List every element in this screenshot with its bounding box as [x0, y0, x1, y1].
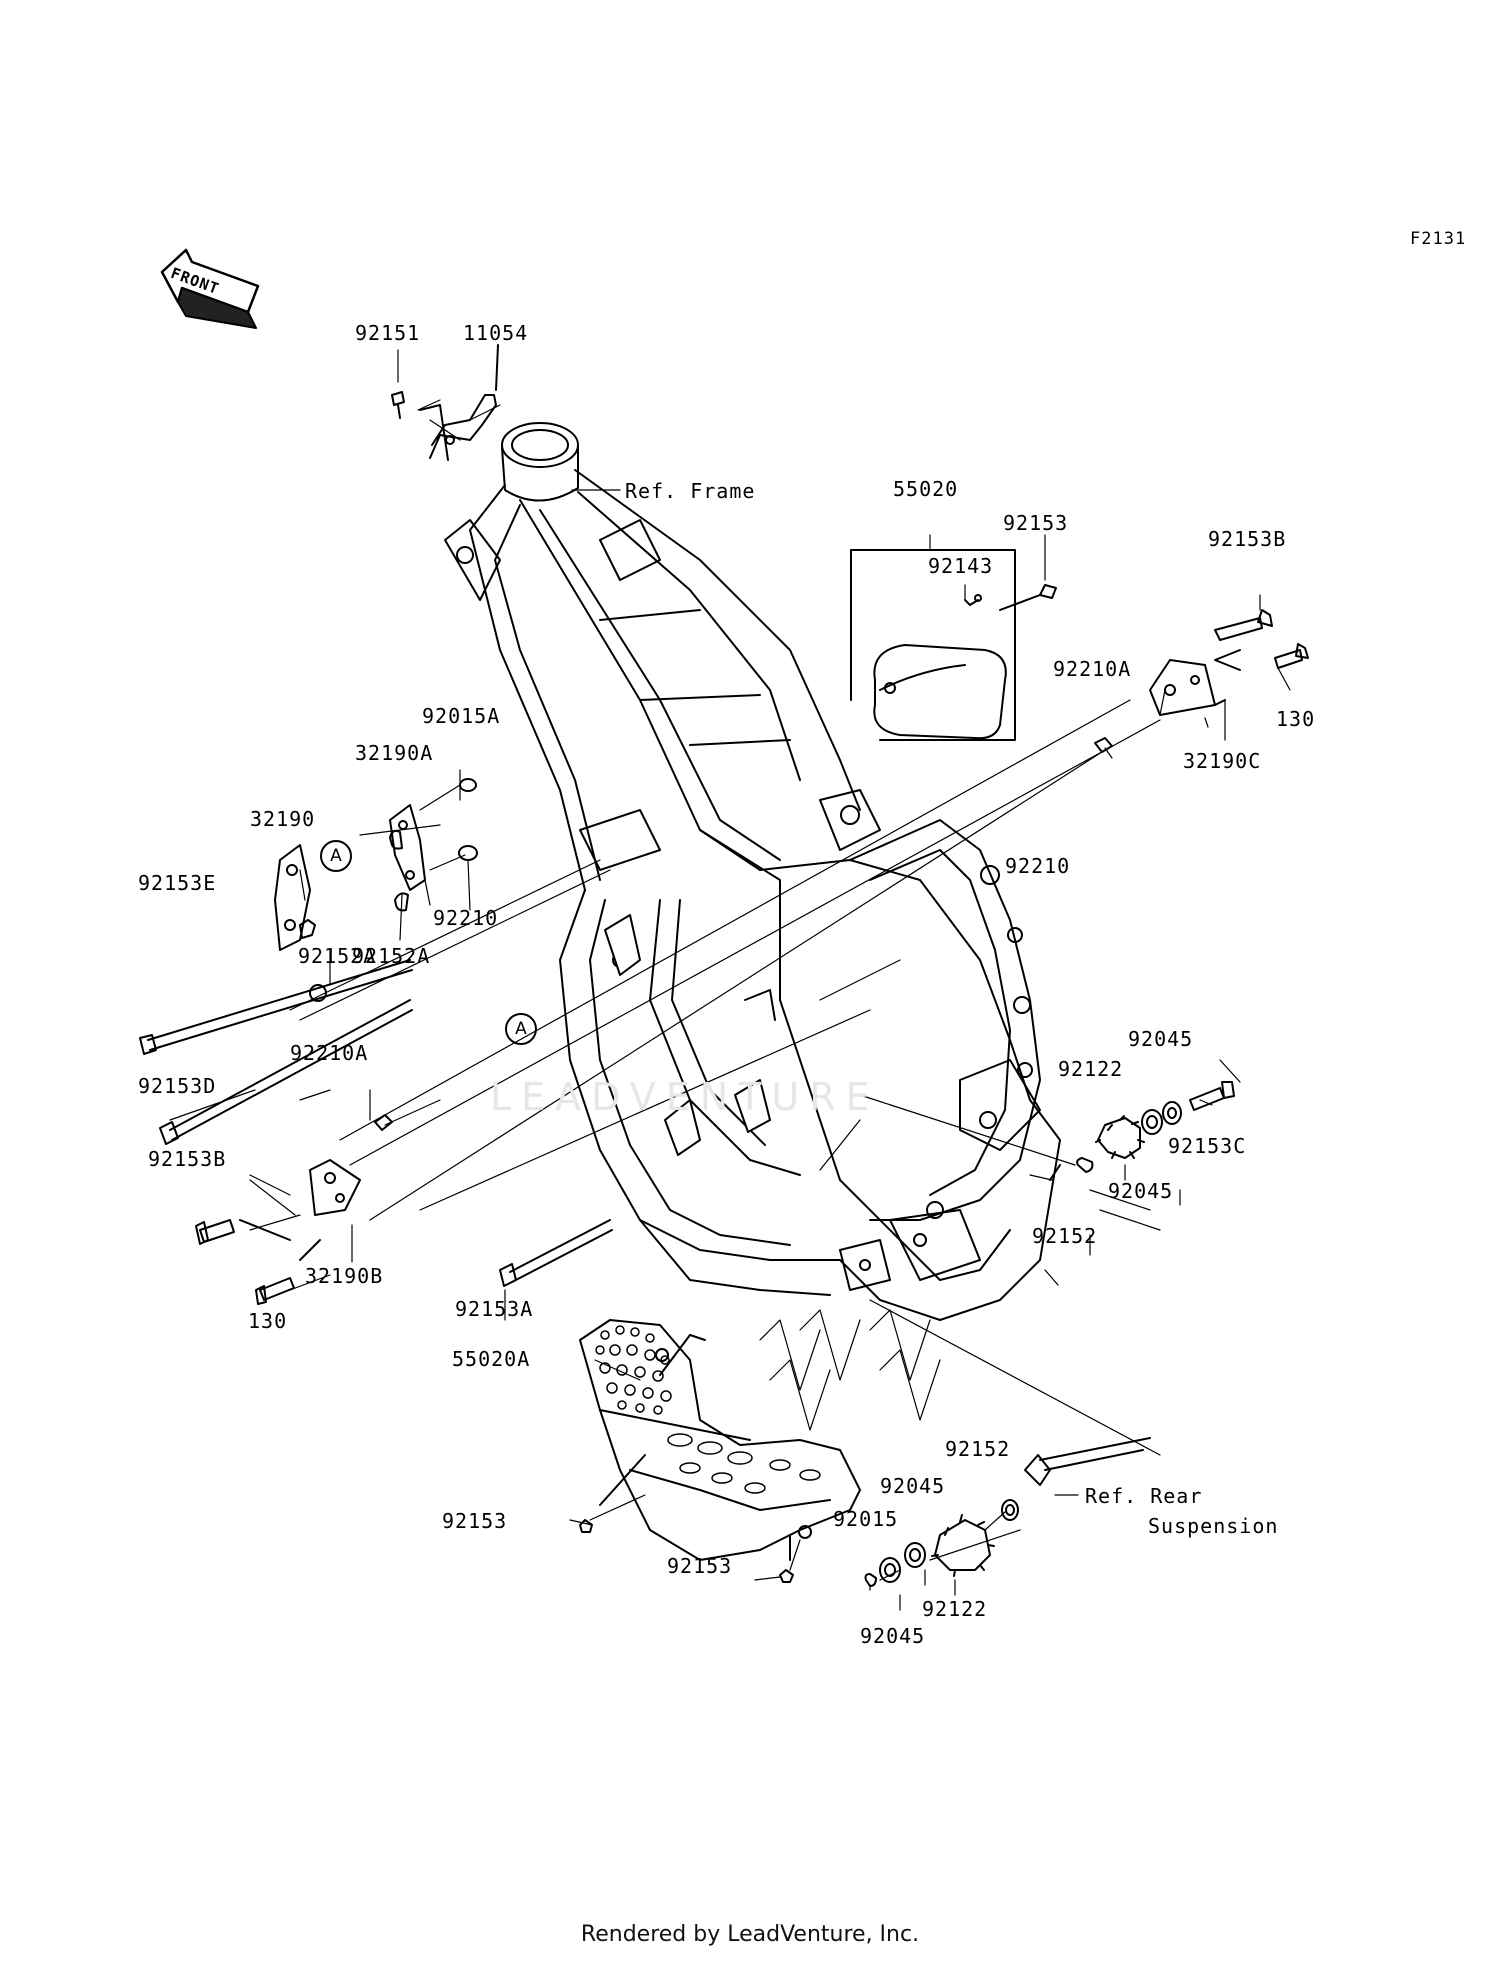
label-130-left: 130 — [248, 1309, 288, 1333]
diagram-code: F2131 — [1410, 229, 1467, 249]
label-32190b: 32190B — [305, 1264, 384, 1288]
label-92153c: 92153C — [1168, 1134, 1247, 1158]
front-arrow-icon — [160, 248, 260, 329]
label-ref-rear-suspension: Suspension — [1148, 1514, 1279, 1538]
bolt-92153a — [499, 1219, 613, 1287]
label-92152a-a: 92152A — [352, 944, 431, 968]
label-11054: 11054 — [463, 321, 529, 345]
label-92143: 92143 — [928, 554, 994, 578]
footer-credit: Rendered by LeadVenture, Inc. — [580, 1922, 920, 1947]
label-ref-rear: Ref. Rear — [1085, 1484, 1203, 1508]
label-92015: 92015 — [833, 1507, 899, 1531]
cable-guide — [391, 344, 499, 461]
label-92210-left: 92210 — [433, 906, 499, 930]
cover-55020 — [850, 549, 1057, 741]
label-92152-a: 92152 — [1032, 1224, 1098, 1248]
pivot-group-upper — [1049, 1081, 1235, 1181]
label-92210a-right: 92210A — [1053, 657, 1132, 681]
ref-marker-a-upper: A — [320, 840, 352, 872]
label-92152-b: 92152 — [945, 1437, 1011, 1461]
label-130-right: 130 — [1276, 707, 1316, 731]
leader-lines — [169, 349, 1291, 1611]
label-92045-d: 92045 — [860, 1624, 926, 1648]
label-92153-bottom-middle: 92153 — [667, 1554, 733, 1578]
label-92153-bottom-left: 92153 — [442, 1509, 508, 1533]
label-92045-b: 92045 — [1108, 1179, 1174, 1203]
main-frame — [444, 422, 1061, 1321]
bracket-32190b — [195, 1114, 393, 1305]
label-92045-c: 92045 — [880, 1474, 946, 1498]
label-92153e: 92153E — [138, 871, 217, 895]
label-ref-frame: Ref. Frame — [625, 479, 756, 503]
label-32190: 32190 — [250, 807, 316, 831]
label-55020: 55020 — [893, 477, 959, 501]
label-92153a: 92153A — [455, 1297, 534, 1321]
label-92153b-right: 92153B — [1208, 527, 1287, 551]
label-92153b-left: 92153B — [148, 1147, 227, 1171]
label-92210-right: 92210 — [1005, 854, 1071, 878]
label-92015a: 92015A — [422, 704, 501, 728]
label-92122-a: 92122 — [1058, 1057, 1124, 1081]
watermark: LEADVENTURE — [490, 1075, 880, 1119]
label-92045-a: 92045 — [1128, 1027, 1194, 1051]
label-92210a-left: 92210A — [290, 1041, 369, 1065]
ref-marker-a-lower: A — [505, 1013, 537, 1045]
label-55020a: 55020A — [452, 1347, 531, 1371]
label-92151: 92151 — [355, 321, 421, 345]
label-32190a: 32190A — [355, 741, 434, 765]
label-32190c: 32190C — [1183, 749, 1262, 773]
skid-plate — [579, 1319, 861, 1583]
label-92153d: 92153D — [138, 1074, 217, 1098]
label-92153-top: 92153 — [1003, 511, 1069, 535]
bracket-32190c — [1094, 609, 1309, 753]
label-92122-b: 92122 — [922, 1597, 988, 1621]
label-92152a-b: 92152A — [298, 944, 377, 968]
